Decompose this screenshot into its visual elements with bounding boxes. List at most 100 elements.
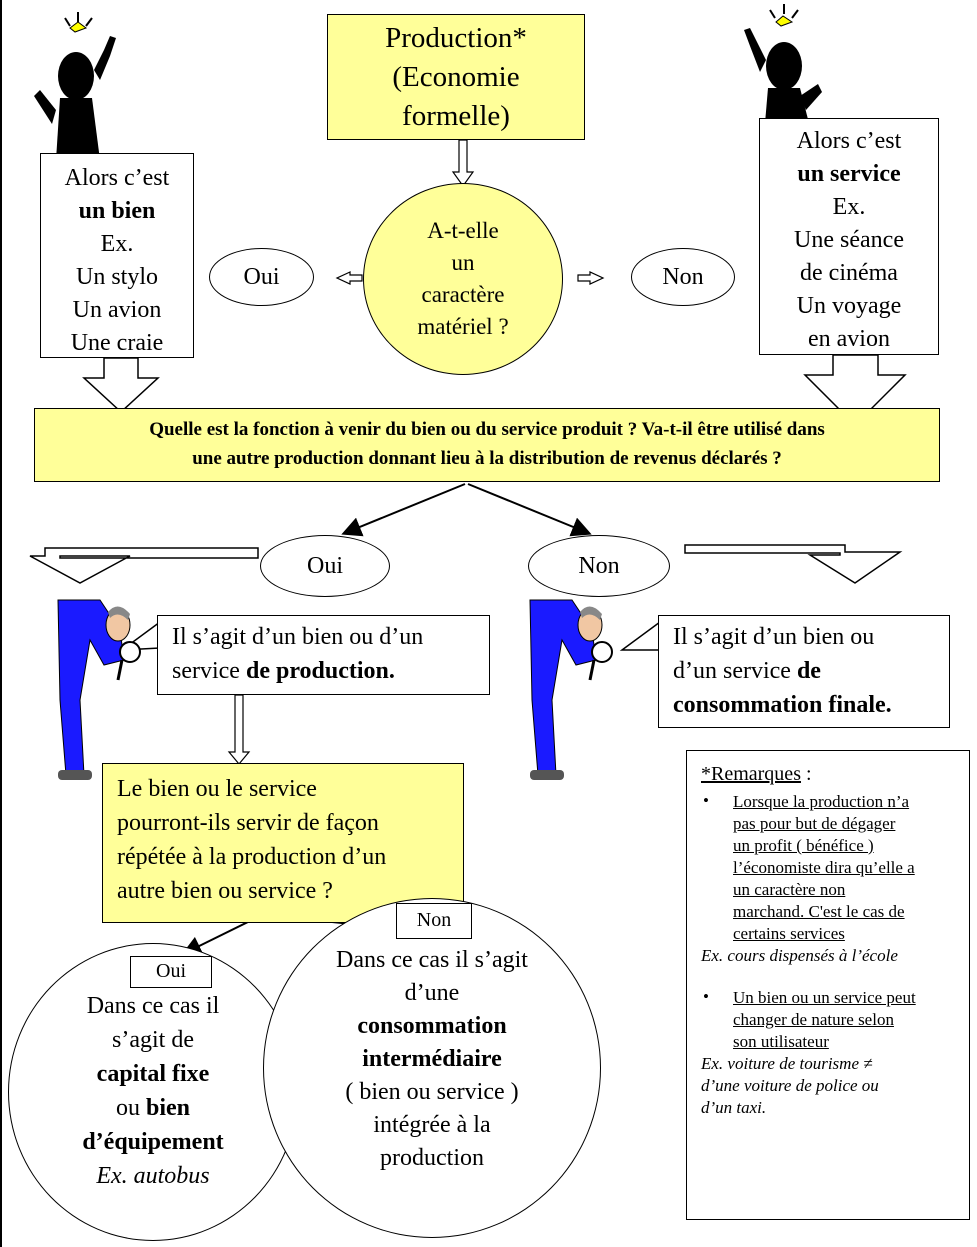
service-line: Un voyage (796, 293, 902, 319)
function-question-box: Quelle est la fonction à venir du bien o… (34, 408, 940, 482)
consommation-callout: Il s’agit d’un bien ou d’un service de c… (658, 615, 950, 728)
capital-line: Dans ce cas il (86, 993, 220, 1019)
bullet-icon: • (703, 791, 709, 810)
bien-line: Alors c’est (64, 165, 170, 191)
capital-line: d’équipement (82, 1129, 224, 1155)
production-callout-emphasis: de production. (245, 658, 395, 684)
non-bottom-label: Non (416, 909, 452, 931)
material-question-ellipse: A-t-elle un caractère matériel ? (363, 183, 563, 375)
oui-mid-ellipse: Oui (260, 535, 390, 597)
bien-line: Un stylo (75, 264, 158, 290)
production-line: (Economie (392, 61, 520, 93)
production-callout-text: service (172, 658, 246, 684)
oui-mid-label: Oui (307, 553, 343, 579)
bien-line: Ex. (100, 231, 134, 257)
production-callout: Il s’agit d’un bien ou d’un service de p… (157, 615, 490, 695)
function-question-line: Quelle est la fonction à venir du bien o… (149, 419, 825, 440)
consommation-callout-line: Il s’agit d’un bien ou (673, 624, 875, 650)
outline-arrow-icon (29, 547, 259, 584)
repeat-question-box: Le bien ou le service pourront-ils servi… (102, 763, 464, 923)
repeat-question-line: autre bien ou service ? (117, 878, 333, 904)
outline-arrow-icon (577, 271, 605, 285)
remarks-example: d’un taxi. (701, 1098, 767, 1117)
remarks-item-line: son utilisateur (733, 1032, 829, 1051)
function-question-line: une autre production donnant lieu à la d… (192, 448, 782, 469)
capital-line-emphasis: bien (145, 1095, 190, 1121)
outline-arrow-icon (451, 139, 475, 188)
capital-line4: ou bien (82, 1091, 223, 1125)
remarks-title-suffix: : (800, 763, 812, 785)
remarks-item-line: certains services (733, 924, 845, 943)
remarks-item-line: l’économiste dira qu’elle a (733, 858, 915, 877)
capital-line-text: ou (115, 1095, 146, 1121)
remarks-box: *Remarques : • Lorsque la production n’a… (686, 750, 970, 1220)
intermediate-line: consommation (357, 1013, 507, 1039)
oui-bottom-label: Oui (156, 960, 186, 982)
repeat-question-line: répétée à la production d’un (117, 844, 387, 870)
bien-line: Un avion (72, 297, 162, 323)
remarks-example: Ex. voiture de tourisme ≠ (701, 1054, 873, 1073)
bullet-icon: • (703, 987, 709, 1006)
outline-arrow-icon (227, 694, 251, 765)
capital-line: s’agit de (112, 1027, 194, 1053)
intermediate-line: intégrée à la (373, 1112, 491, 1138)
bien-box: Alors c’est un bien Ex. Un stylo Un avio… (40, 153, 194, 358)
material-question-line: un (451, 250, 475, 275)
bien-line: un bien (78, 198, 156, 224)
thinking-figure-icon (744, 4, 822, 135)
non-top-label: Non (662, 264, 704, 290)
capital-line: capital fixe (96, 1061, 210, 1087)
service-line: Ex. (832, 194, 866, 220)
remarks-item-line: marchand. C'est le cas de (733, 902, 905, 921)
repeat-question-line: Le bien ou le service (117, 776, 317, 802)
outline-arrow-icon (335, 271, 363, 285)
remarks-item-line: un profit ( bénéfice ) (733, 836, 874, 855)
production-callout-line: Il s’agit d’un bien ou d’un (172, 624, 424, 650)
intermediate-consumption-circle: Dans ce cas il s’agit d’une consommation… (263, 898, 601, 1238)
outline-arrow-icon (82, 357, 160, 414)
repeat-question-line: pourront-ils servir de façon (117, 810, 379, 836)
material-question-line: matériel ? (417, 314, 509, 339)
remarks-example: d’une voiture de police ou (701, 1076, 879, 1095)
remarks-item: • Lorsque la production n’a pas pour but… (701, 791, 969, 945)
intermediate-line: Dans ce cas il s’agit (336, 947, 528, 973)
inspector-figure-icon (529, 599, 613, 780)
remarks-item-line: Lorsque la production n’a (733, 792, 910, 811)
service-line: Alors c’est (796, 128, 902, 154)
service-line: en avion (808, 326, 890, 352)
service-line: un service (797, 161, 901, 187)
production-line: Production* (385, 22, 527, 54)
non-mid-label: Non (578, 553, 620, 579)
material-question-line: caractère (421, 282, 505, 307)
capital-fixe-circle: Dans ce cas il s’agit de capital fixe ou… (8, 943, 298, 1241)
outline-arrow-icon (803, 354, 907, 427)
production-callout-line2: service de production. (172, 654, 489, 688)
consommation-callout-text: d’un service (673, 658, 797, 684)
non-bottom-label-box: Non (396, 903, 472, 939)
oui-top-label: Oui (243, 264, 280, 290)
service-line: Une séance (794, 227, 904, 253)
production-box: Production* (Economie formelle) (327, 14, 585, 140)
oui-bottom-label-box: Oui (130, 956, 212, 988)
capital-example: Ex. autobus (96, 1163, 210, 1189)
thinking-figure-icon (34, 12, 116, 160)
intermediate-line: production (380, 1145, 484, 1171)
intermediate-line: d’une (404, 980, 460, 1006)
consommation-callout-line2: d’un service de (673, 654, 949, 688)
intermediate-line: intermédiaire (362, 1046, 502, 1072)
remarks-example: Ex. cours dispensés à l’école (701, 946, 898, 965)
material-question-line: A-t-elle (427, 218, 499, 243)
remarks-item-line: changer de nature selon (733, 1010, 894, 1029)
outline-arrow-icon (684, 544, 903, 584)
bien-line: Une craie (70, 330, 164, 356)
remarks-item-line: un caractère non (733, 880, 846, 899)
remarks-item-line: Un bien ou un service peut (733, 988, 916, 1007)
non-top-ellipse: Non (631, 248, 735, 306)
consommation-callout-line: consommation finale. (673, 692, 892, 718)
consommation-callout-emphasis: de (796, 658, 821, 684)
intermediate-line: ( bien ou service ) (345, 1079, 519, 1105)
oui-top-ellipse: Oui (209, 248, 314, 306)
remarks-item-line: pas pour but de dégager (733, 814, 896, 833)
remarks-title-text: *Remarques (701, 763, 801, 785)
